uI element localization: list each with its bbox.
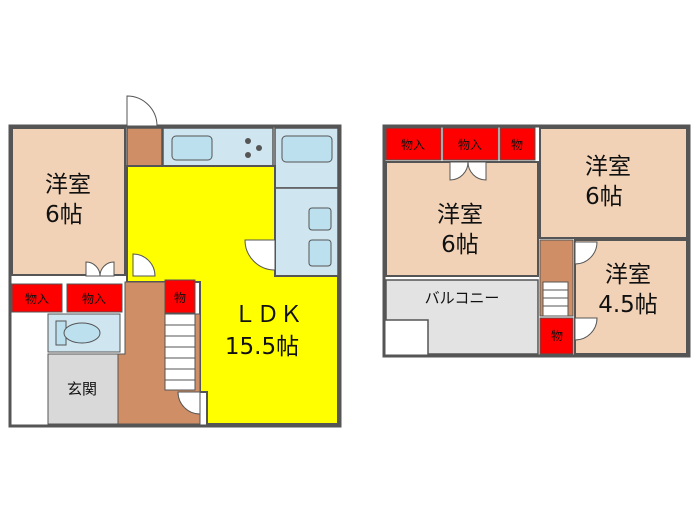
- floor2-closet-1: [385, 127, 442, 161]
- floor2-room-right: [539, 127, 688, 239]
- entrance-label: 玄関: [67, 380, 97, 398]
- floor2-closet-small: [539, 317, 574, 355]
- floor1-western-room: [11, 127, 126, 276]
- ldk-size: 15.5帖: [225, 334, 299, 360]
- floor1-room-name: 洋室: [45, 172, 91, 198]
- floor2-room-center: [385, 161, 539, 277]
- floor1-doors: [85, 95, 276, 415]
- floor1-closet-stair: [164, 279, 196, 314]
- floor2-closet-2-label: 物入: [458, 138, 482, 152]
- floor2-right-room-size: 6帖: [585, 184, 623, 210]
- floor1-closet-left-label: 物入: [25, 292, 49, 306]
- floor1-closet-left: [11, 283, 63, 313]
- floor2-closet-3: [499, 127, 536, 161]
- floor2-small-room-size: 4.5帖: [598, 292, 658, 318]
- floor2-small-room-name: 洋室: [605, 262, 651, 288]
- floor2-center-room-size: 6帖: [441, 232, 479, 258]
- floor2-center-room-name: 洋室: [437, 202, 483, 228]
- ldk-name: ＬＤＫ: [234, 302, 303, 328]
- floor2-right-room-name: 洋室: [585, 154, 631, 180]
- stove-icon: [245, 138, 262, 158]
- entrance: [47, 353, 119, 425]
- floor2-closet-small-label: 物: [551, 329, 563, 343]
- balcony-label: バルコニー: [425, 289, 500, 307]
- floor2-closet-2: [442, 127, 499, 161]
- floor1-room-size: 6帖: [45, 202, 83, 228]
- floor1-closet-mid: [66, 283, 123, 313]
- sink-icon: [171, 135, 213, 161]
- floor2-room-small: [574, 239, 688, 355]
- floor2-closet-3-label: 物: [511, 138, 523, 152]
- washbasin-icon: [308, 239, 332, 267]
- floor1-storage-box: [126, 127, 163, 167]
- floor2-doors: [449, 161, 598, 341]
- washer-icon: [308, 207, 332, 231]
- bathtub-icon: [281, 135, 333, 163]
- balcony: [385, 279, 539, 355]
- toilet-icon: [55, 320, 101, 346]
- floor1-stairs: [164, 313, 196, 391]
- floor1-closet-stair-label: 物: [174, 291, 186, 305]
- floor1-closet-mid-label: 物入: [82, 292, 106, 306]
- floor2-closet-1-label: 物入: [401, 138, 425, 152]
- floor2-stairs: [539, 239, 574, 317]
